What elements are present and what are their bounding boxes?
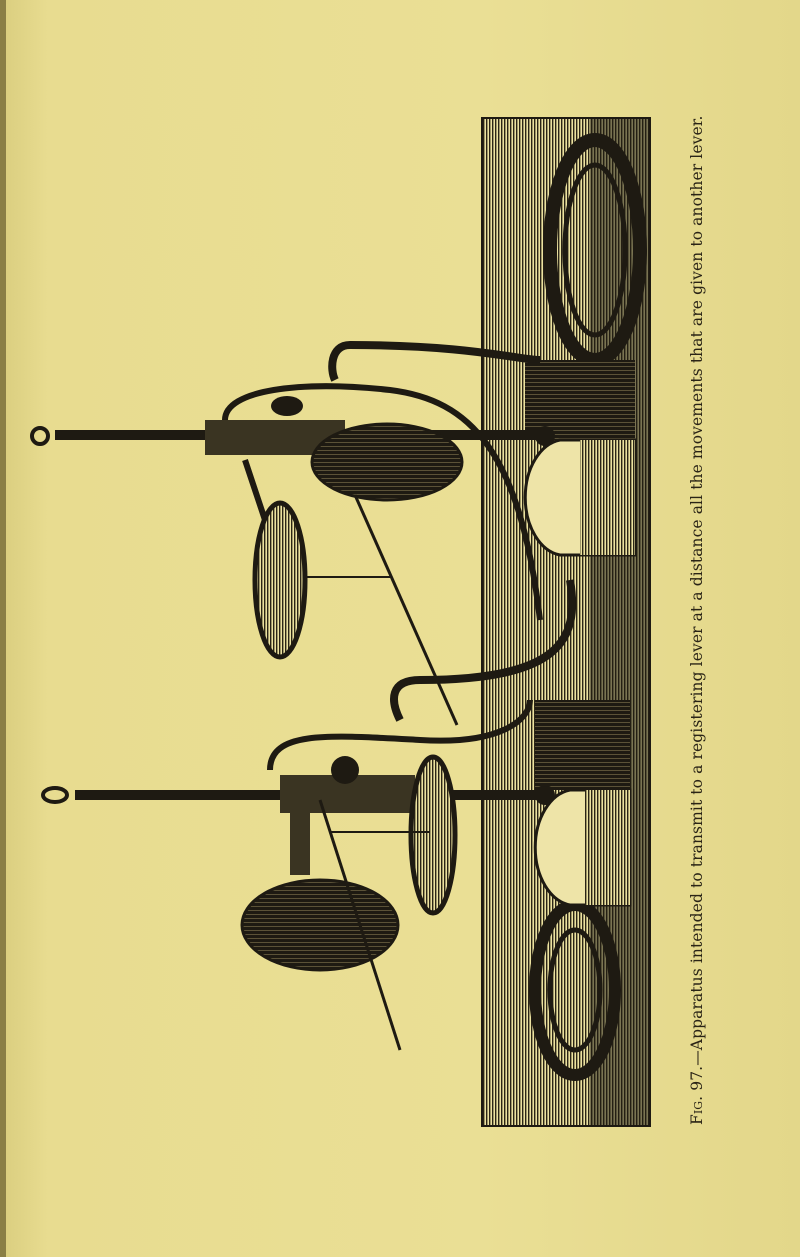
disk-top-small bbox=[252, 500, 308, 660]
disk-bottom-large bbox=[240, 878, 400, 972]
disk-bottom-small bbox=[408, 754, 458, 916]
lever-top bbox=[30, 420, 555, 455]
tube-top-2 bbox=[222, 383, 543, 621]
lever-bottom bbox=[41, 775, 555, 813]
figure-caption: Fig. 97.—Apparatus intended to transmit … bbox=[688, 115, 706, 1125]
figure-caption-text: —Apparatus intended to transmit to a reg… bbox=[688, 115, 706, 1066]
disk-top-large bbox=[310, 422, 464, 502]
tube-bottom-2 bbox=[267, 699, 533, 771]
tube-top bbox=[328, 340, 541, 382]
page-edge bbox=[0, 0, 6, 1257]
drum-bottom bbox=[533, 700, 632, 907]
tube-bottom bbox=[390, 579, 577, 722]
figure-label: Fig. 97. bbox=[688, 1065, 706, 1125]
drum-top bbox=[523, 360, 637, 557]
